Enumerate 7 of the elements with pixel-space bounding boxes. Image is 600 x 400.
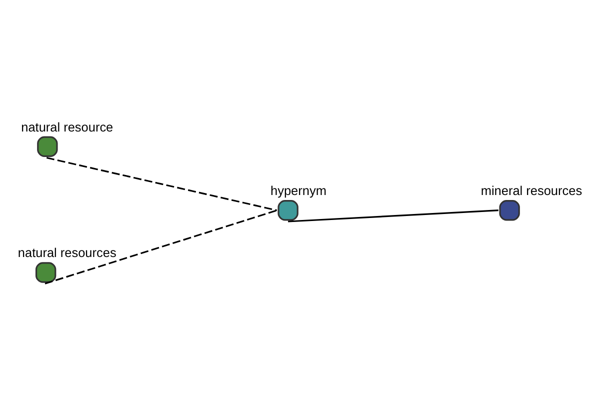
connector: [288, 210, 498, 222]
node-label: mineral resources: [480, 183, 582, 198]
connector: [44, 210, 278, 284]
node-label: natural resource: [21, 119, 114, 134]
node-label: natural resources: [18, 245, 116, 260]
connector: [46, 157, 278, 212]
node-label: hypernym: [270, 183, 326, 198]
